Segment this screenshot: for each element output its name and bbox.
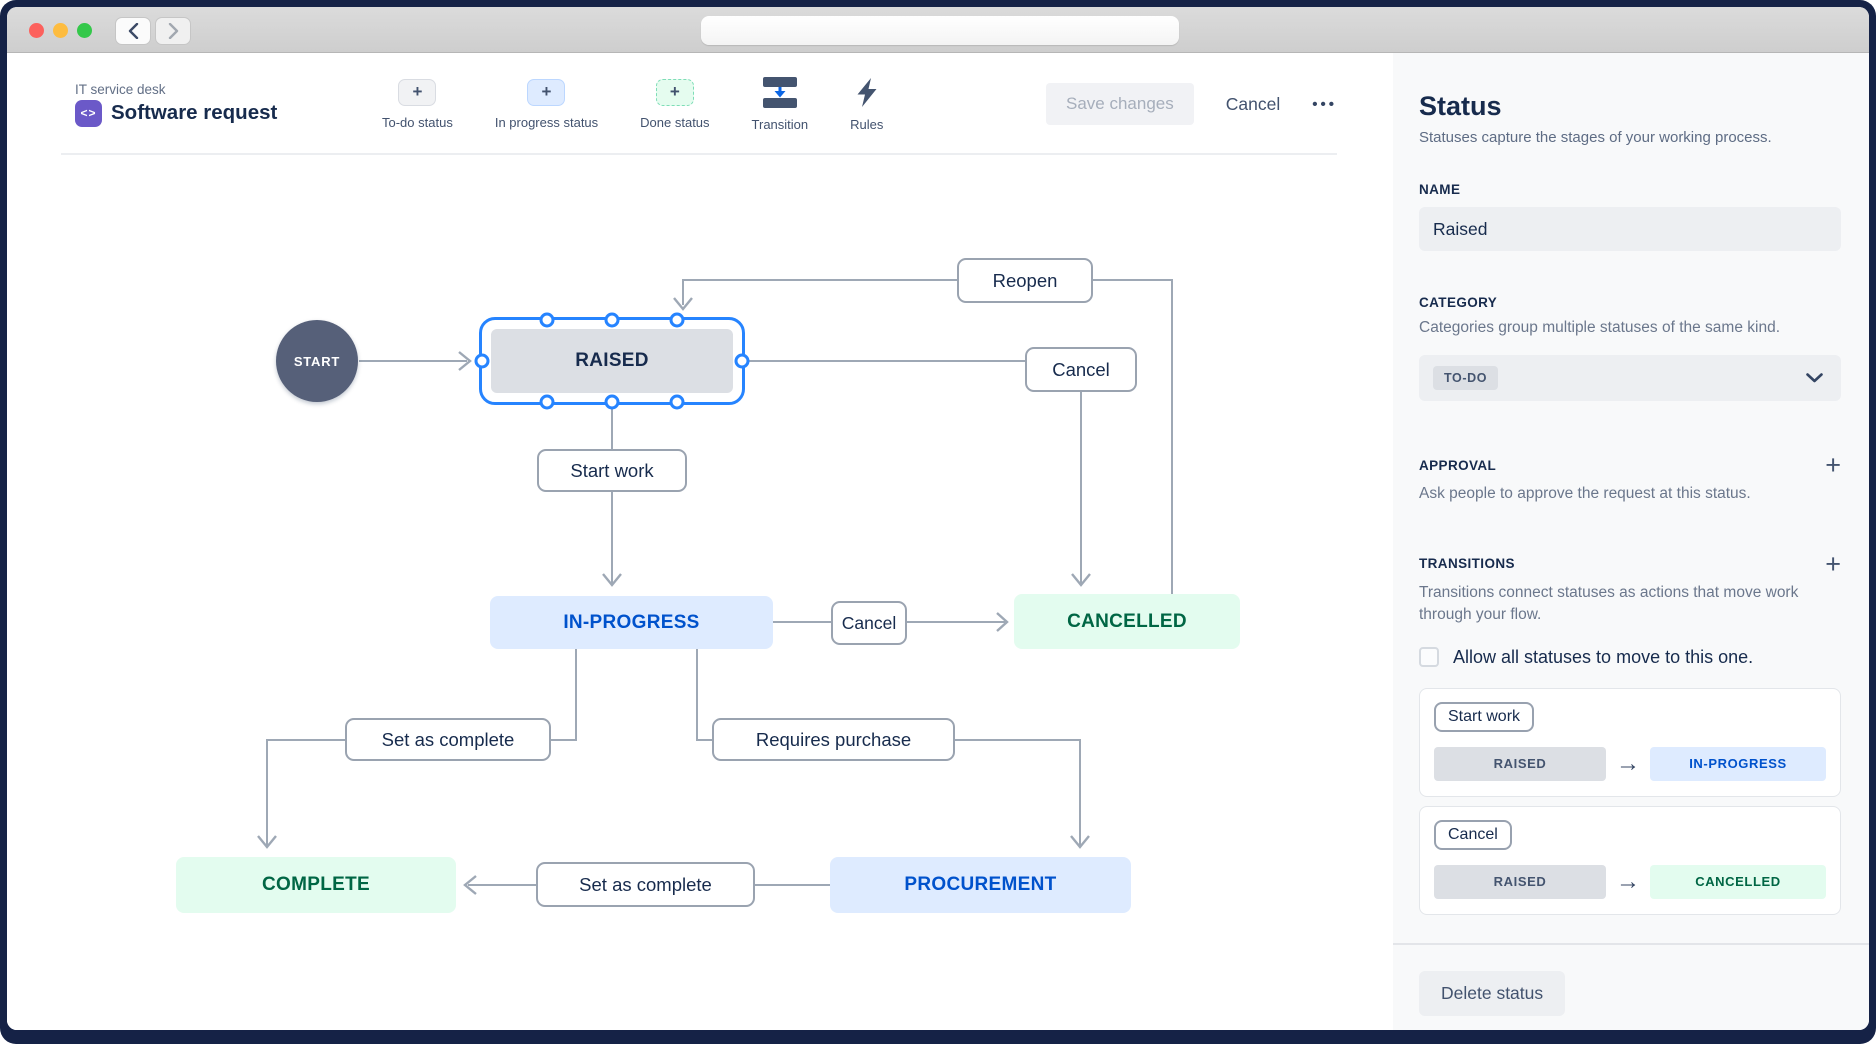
save-changes-button[interactable]: Save changes [1046, 83, 1194, 125]
transition-label-set-as-complete-2[interactable]: Set as complete [536, 862, 755, 907]
plus-icon: + [527, 78, 566, 106]
status-node-procurement[interactable]: PROCUREMENT [830, 857, 1131, 913]
transition-label-requires-purchase[interactable]: Requires purchase [712, 718, 955, 761]
selection-handle[interactable] [734, 353, 750, 369]
chevron-left-icon [128, 23, 138, 39]
workflow-canvas[interactable]: START RAISED IN-PROGRESS CANC [7, 155, 1393, 1030]
start-node[interactable]: START [276, 320, 358, 402]
add-approval-button[interactable]: + [1825, 450, 1841, 481]
transition-name-button[interactable]: Cancel [1434, 819, 1512, 850]
close-window-button[interactable] [29, 23, 44, 38]
arrow-right-icon: → [1616, 749, 1640, 777]
back-button[interactable] [115, 17, 151, 45]
transition-label-start-work[interactable]: Start work [537, 449, 687, 492]
plus-icon: + [655, 78, 694, 106]
tool-transition[interactable]: Transition [752, 76, 808, 132]
transition-label-set-as-complete[interactable]: Set as complete [345, 718, 551, 761]
cancel-button[interactable]: Cancel [1225, 93, 1281, 114]
selection-handle[interactable] [539, 312, 555, 328]
approval-section-label: APPROVAL [1419, 457, 1497, 473]
selection-handle[interactable] [604, 312, 620, 328]
status-node-raised-selected[interactable]: RAISED [474, 312, 750, 410]
more-actions-icon[interactable]: ••• [1312, 95, 1337, 113]
add-transition-button[interactable]: + [1825, 548, 1841, 579]
arrow-right-icon: → [1616, 867, 1640, 895]
workflow-title: Software request [111, 101, 278, 124]
chevron-down-icon [1806, 373, 1823, 383]
minimize-window-button[interactable] [53, 23, 68, 38]
transition-card-cancel: Cancel RAISED → CANCELLED [1419, 805, 1841, 915]
browser-titlebar [7, 7, 1869, 53]
tool-todo-status[interactable]: + To-do status [382, 78, 453, 130]
category-section-label: CATEGORY [1419, 295, 1498, 310]
transition-card-start-work: Start work RAISED → IN-PROGRESS [1419, 687, 1841, 797]
project-type-label: IT service desk [75, 81, 166, 97]
to-status-chip: IN-PROGRESS [1650, 746, 1826, 781]
name-section-label: NAME [1419, 182, 1461, 197]
approval-help-text: Ask people to approve the request at thi… [1419, 485, 1751, 503]
workflow-editor-main: IT service desk <> Software request + To… [7, 53, 1393, 1030]
status-node-complete[interactable]: COMPLETE [176, 857, 456, 913]
to-status-chip: CANCELLED [1650, 864, 1826, 899]
selection-handle[interactable] [669, 394, 685, 410]
selection-handle[interactable] [539, 394, 555, 410]
from-status-chip: RAISED [1434, 864, 1606, 899]
panel-title: Status [1419, 91, 1502, 121]
editor-header: IT service desk <> Software request + To… [7, 53, 1393, 155]
status-name-input[interactable] [1419, 207, 1841, 251]
category-help-text: Categories group multiple statuses of th… [1419, 319, 1780, 336]
transitions-help-text: Transitions connect statuses as actions … [1419, 583, 1799, 624]
selection-handle[interactable] [604, 394, 620, 410]
selection-handle[interactable] [669, 312, 685, 328]
traffic-lights [29, 23, 92, 38]
project-avatar-code-icon: <> [75, 99, 102, 127]
panel-divider [1393, 942, 1869, 945]
status-node-raised[interactable]: RAISED [491, 329, 733, 393]
delete-status-button[interactable]: Delete status [1419, 970, 1566, 1016]
palette-toolbar: + To-do status + In progress status + Do… [382, 53, 883, 155]
browser-window: IT service desk <> Software request + To… [7, 7, 1869, 1030]
lightning-icon [857, 77, 877, 107]
tool-inprogress-status[interactable]: + In progress status [495, 78, 598, 130]
transitions-section-label: TRANSITIONS [1419, 556, 1515, 572]
status-node-cancelled[interactable]: CANCELLED [1014, 594, 1240, 649]
tool-done-status[interactable]: + Done status [640, 78, 710, 130]
transition-name-button[interactable]: Start work [1434, 701, 1535, 732]
transition-label-reopen[interactable]: Reopen [957, 258, 1093, 303]
status-node-in-progress[interactable]: IN-PROGRESS [490, 596, 773, 649]
transition-icon [762, 76, 797, 108]
zoom-window-button[interactable] [77, 23, 92, 38]
transition-label-cancel-inprogress[interactable]: Cancel [831, 601, 907, 645]
transition-label-cancel-raised[interactable]: Cancel [1025, 347, 1137, 392]
category-value-chip: TO-DO [1433, 366, 1499, 391]
chevron-right-icon [168, 23, 178, 39]
tool-rules[interactable]: Rules [850, 77, 883, 132]
allow-all-checkbox[interactable] [1419, 647, 1439, 668]
category-select[interactable]: TO-DO [1419, 355, 1841, 402]
panel-subtitle: Statuses capture the stages of your work… [1419, 129, 1772, 146]
allow-all-label: Allow all statuses to move to this one. [1453, 646, 1754, 667]
status-detail-panel: Status Statuses capture the stages of yo… [1393, 53, 1869, 1030]
url-bar[interactable] [701, 16, 1179, 45]
selection-handle[interactable] [474, 353, 490, 369]
plus-icon: + [398, 78, 437, 106]
forward-button[interactable] [155, 17, 191, 45]
project-block: IT service desk <> Software request [75, 82, 277, 127]
from-status-chip: RAISED [1434, 746, 1606, 781]
